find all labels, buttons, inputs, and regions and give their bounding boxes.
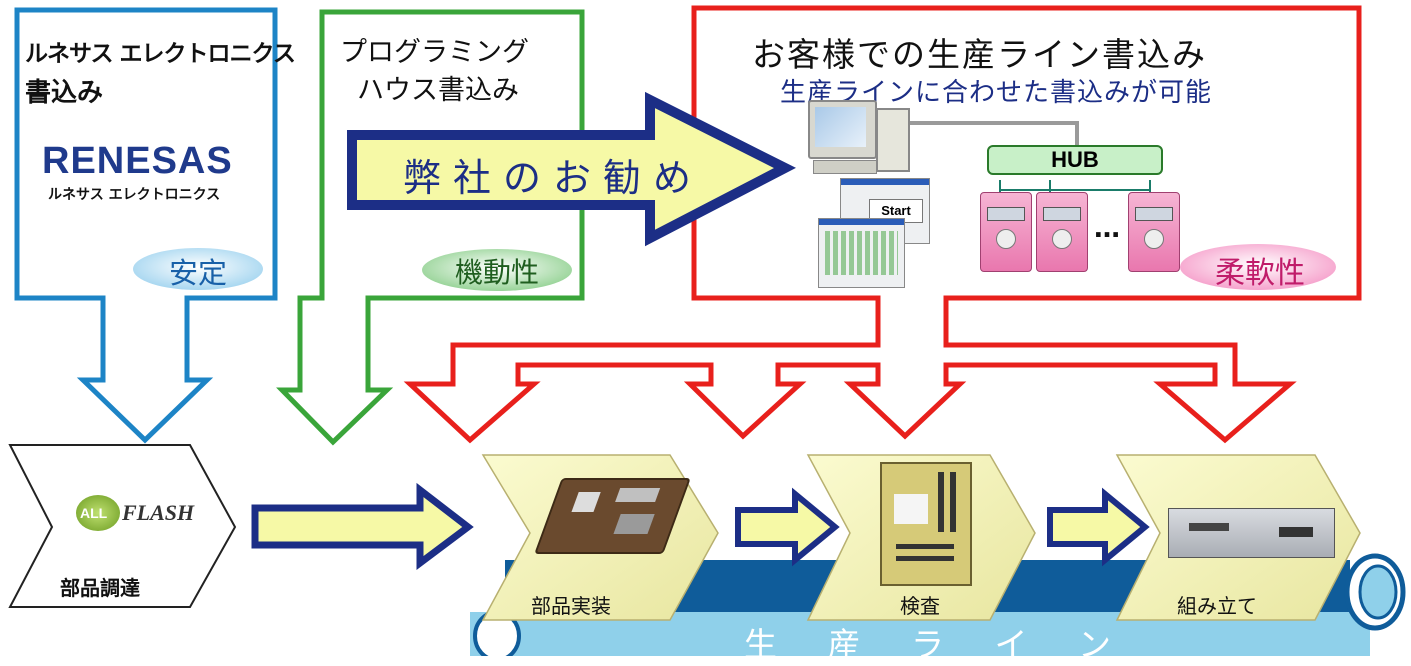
software-window-grid bbox=[818, 218, 905, 288]
stage-label-3: 組み立て bbox=[1177, 594, 1257, 618]
renesas-logo: RENESAS bbox=[42, 140, 267, 183]
allflash-logo: ALL FLASH bbox=[62, 495, 195, 531]
programming-house-title-line1: プログラミング bbox=[340, 37, 529, 68]
stage-label-2: 検査 bbox=[900, 594, 940, 618]
pc-icon bbox=[808, 100, 910, 178]
stable-badge: 安定 bbox=[168, 256, 227, 290]
network-lines bbox=[905, 121, 1079, 148]
procurement-chevron bbox=[8, 444, 237, 608]
stable-badge-shape bbox=[133, 248, 263, 290]
motherboard-icon bbox=[880, 462, 972, 586]
renesas-logo-text: RENESAS bbox=[42, 140, 233, 182]
renesas-title-line2: 書込み bbox=[25, 78, 104, 108]
ellipsis-label: … bbox=[1094, 214, 1120, 244]
flow-arrow-2 bbox=[735, 487, 840, 567]
allflash-logo-left: ALL bbox=[80, 505, 108, 521]
dvd-player-icon bbox=[1168, 508, 1335, 558]
renesas-logo-caption: ルネサス エレクトロニクス bbox=[48, 187, 221, 203]
mobility-badge: 機動性 bbox=[454, 256, 539, 289]
flow-arrow-1 bbox=[251, 482, 474, 570]
hub-label: HUB bbox=[1051, 147, 1099, 172]
stage-label-1: 部品実装 bbox=[531, 594, 611, 618]
programming-house-title-line2: ハウス書込み bbox=[357, 75, 519, 106]
recommend-label: 弊社のお勧め bbox=[403, 156, 704, 200]
conveyor-label: 生 産 ラ イ ン bbox=[744, 625, 1131, 664]
flow-arrow-3 bbox=[1047, 487, 1150, 567]
writer-device-1 bbox=[980, 192, 1032, 272]
renesas-title-line1: ルネサス エレクトロニクス bbox=[25, 41, 296, 67]
programming-house-arrow bbox=[276, 9, 585, 446]
procurement-label: 部品調達 bbox=[60, 576, 140, 600]
writer-device-3 bbox=[1128, 192, 1180, 272]
mobility-badge-shape bbox=[422, 249, 572, 291]
customer-arrow bbox=[403, 5, 1362, 444]
customer-title: お客様での生産ライン書込み bbox=[752, 35, 1207, 74]
recommend-arrow bbox=[347, 91, 796, 247]
renesas-arrow bbox=[14, 7, 278, 444]
flexibility-badge-shape bbox=[1180, 244, 1336, 290]
writer-device-2 bbox=[1036, 192, 1088, 272]
flexibility-badge: 柔軟性 bbox=[1215, 256, 1305, 291]
allflash-logo-right: FLASH bbox=[122, 500, 195, 525]
hub-box: HUB bbox=[987, 145, 1163, 175]
